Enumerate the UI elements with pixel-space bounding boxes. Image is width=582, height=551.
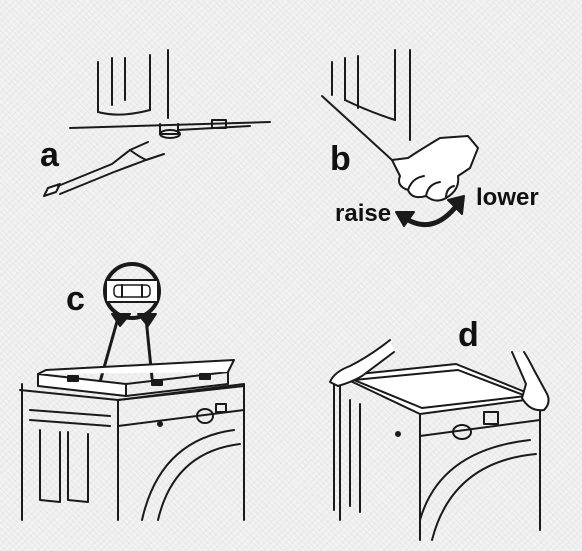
right-hand-icon xyxy=(511,351,550,412)
panel-d-washer xyxy=(333,363,541,541)
level-bubble-zoom xyxy=(103,262,161,320)
bubble-level-tool xyxy=(37,359,235,397)
panel-c-washer xyxy=(19,383,245,521)
wrench-icon xyxy=(43,141,165,197)
panel-b-washer-corner xyxy=(321,49,411,161)
panel-a-washer-base xyxy=(69,49,271,139)
panel-b-label: b xyxy=(330,140,351,178)
curved-arrow-icon xyxy=(395,195,465,227)
panel-c-label: c xyxy=(66,280,85,318)
left-hand-icon xyxy=(329,339,395,387)
panel-d-label: d xyxy=(458,316,479,354)
raise-label: raise xyxy=(335,200,392,227)
panel-a-label: a xyxy=(40,136,59,174)
lower-label: lower xyxy=(476,184,539,211)
hand-icon xyxy=(391,135,479,202)
